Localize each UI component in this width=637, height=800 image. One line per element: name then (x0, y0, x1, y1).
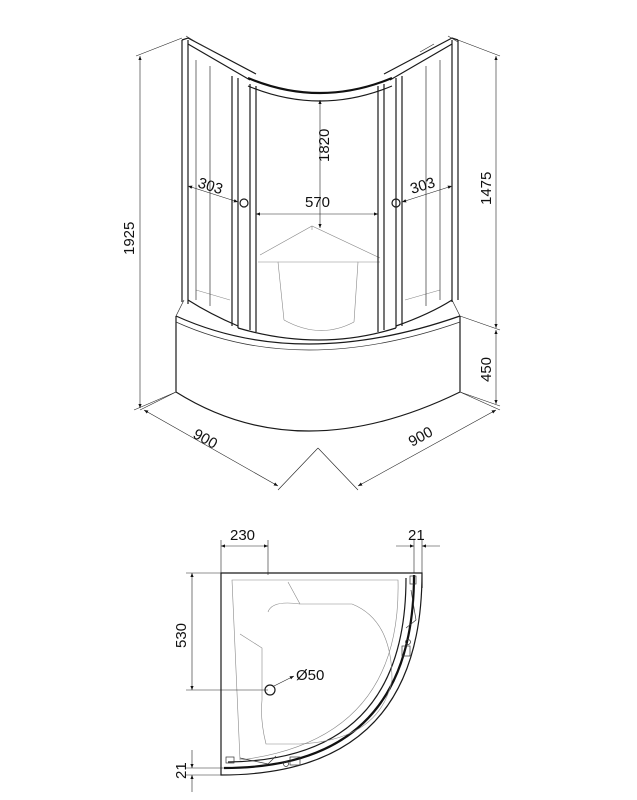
dim-total-height-label: 1925 (121, 222, 138, 255)
tray-basin-corner (267, 602, 301, 613)
glass-curve (223, 574, 416, 770)
dim-glass-offset-bottom: 21 (173, 750, 224, 792)
dim-corner-offset-y-label: 530 (173, 623, 190, 648)
dim-glass-offset-right: 21 (396, 527, 440, 573)
dim-door-top-height: 1475 (457, 39, 501, 331)
dim-opening-width-label: 570 (305, 194, 330, 211)
dim-total-height: 1925 (121, 37, 183, 411)
dim-right-depth-label: 900 (406, 423, 436, 450)
dim-tray-height-label: 450 (478, 357, 495, 382)
perspective-view: 1925 1820 1475 450 570 303 (121, 35, 501, 491)
dim-glass-offset-bottom-label: 21 (173, 762, 190, 779)
dim-door-height-label: 1820 (316, 129, 333, 162)
dim-left-panel-width: 303 (187, 175, 239, 203)
dim-left-panel-width-label: 303 (196, 175, 225, 199)
dim-corner-offset-y: 530 (173, 572, 268, 691)
dim-left-depth: 900 (139, 391, 319, 491)
dim-door-top-height-label: 1475 (478, 172, 495, 205)
tray-interior (195, 225, 441, 331)
bottom-track (237, 327, 397, 341)
drain-diameter-label: Ø50 (296, 667, 324, 684)
dim-left-depth-label: 900 (190, 426, 220, 453)
tray-outline (220, 572, 423, 776)
plan-view: Ø50 230 21 (173, 527, 440, 792)
shower-tray (175, 299, 461, 432)
dim-corner-offset-x-label: 230 (230, 527, 255, 544)
dim-right-depth: 900 (317, 391, 501, 491)
left-door-panels (187, 60, 257, 332)
tray-basin (239, 581, 393, 745)
inner-glass-curve (227, 577, 407, 763)
dim-glass-offset-right-label: 21 (408, 527, 425, 544)
dim-tray-height: 450 (459, 330, 501, 407)
tray-inner-rim (231, 579, 399, 761)
frame-posts (181, 35, 459, 304)
dim-right-panel-width-label: 303 (408, 174, 437, 198)
dim-opening-width: 570 (256, 194, 378, 216)
door-hardware (225, 575, 417, 767)
dim-right-panel-width: 303 (401, 174, 453, 203)
dim-door-height: 1820 (316, 100, 333, 228)
dim-corner-offset-x: 230 (220, 527, 269, 575)
